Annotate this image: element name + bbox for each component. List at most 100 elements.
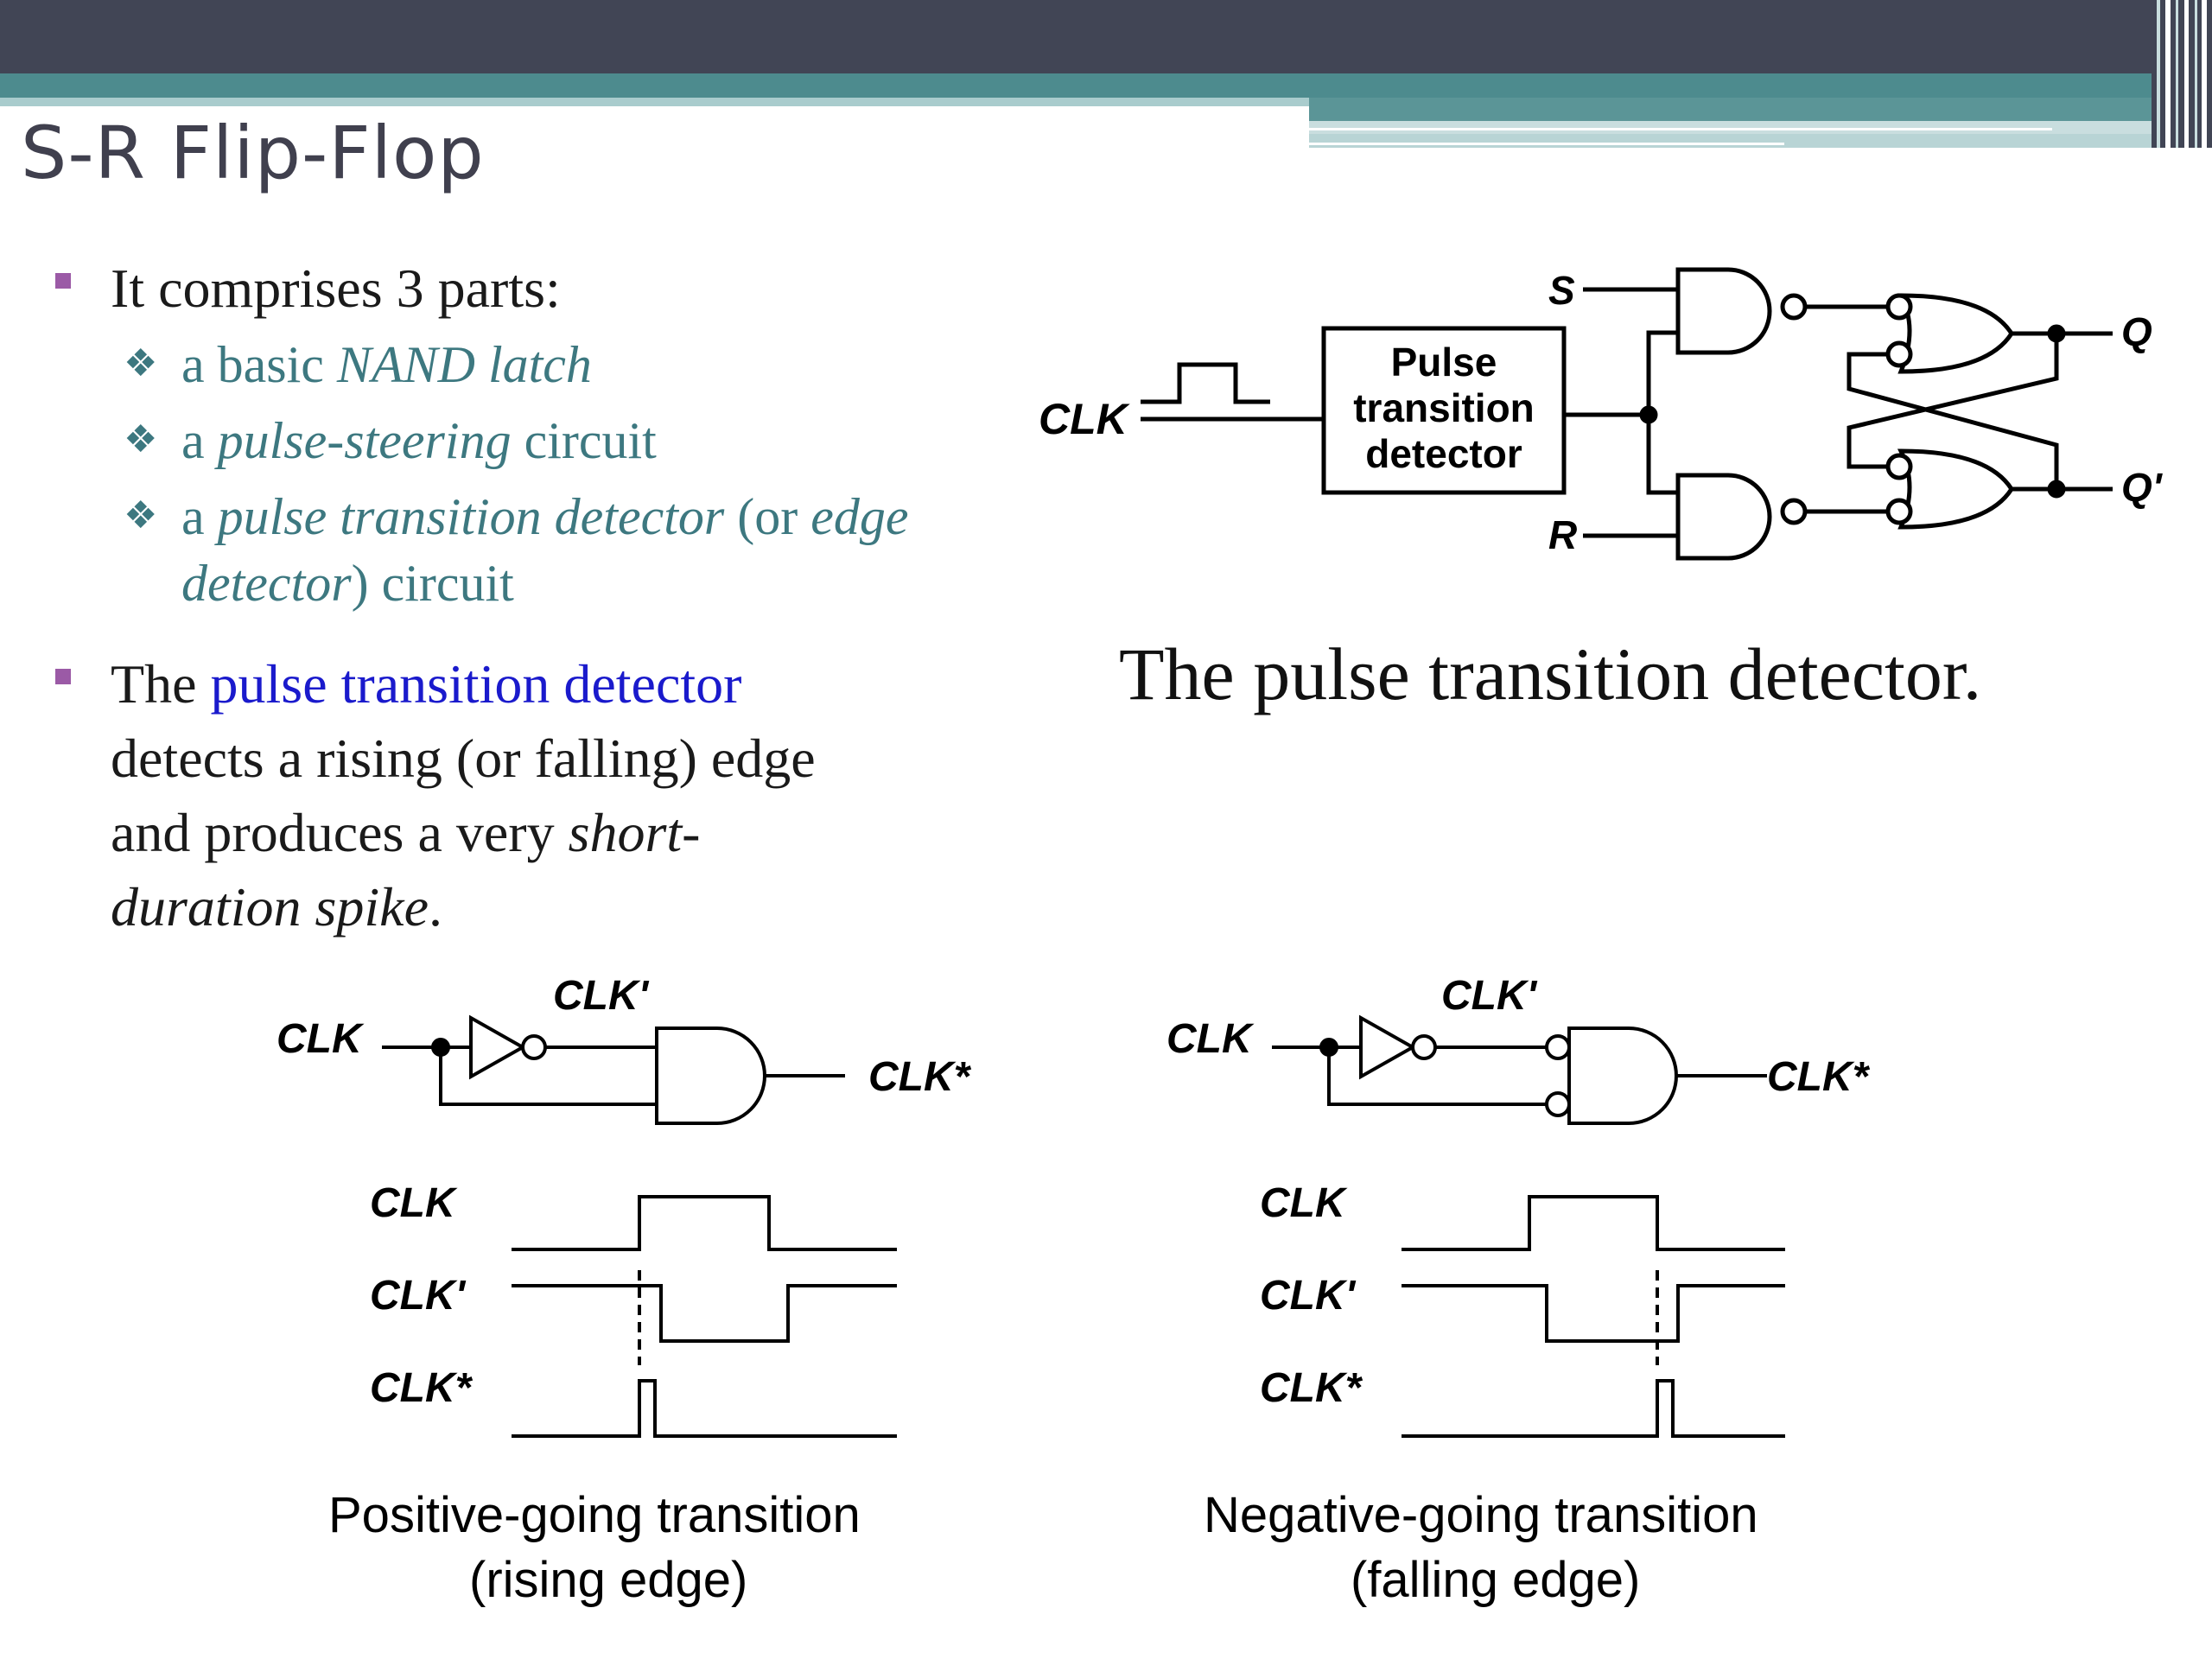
- right-caption-2: (falling edge): [1351, 1552, 1641, 1608]
- sub-bullet-italic: pulse-steering: [217, 412, 512, 469]
- sub-bullet-1: a basic NAND latch: [181, 339, 592, 391]
- input-bubble: [1885, 293, 1913, 321]
- header-bar: [0, 0, 2212, 73]
- bullet-text: It comprises 3 parts:: [111, 257, 561, 319]
- lower-steering-nand: [1675, 473, 1772, 561]
- waveform-clk-label: CLK: [1260, 1180, 1348, 1226]
- waveform-clkp-label: CLK': [370, 1273, 467, 1319]
- rising-edge-detector-diagram: CLK CLK' CLK* CLK CLK' CLK*: [276, 973, 972, 1438]
- bullet-text-2-line3: and produces a very short-: [111, 805, 700, 861]
- clk-bypass-wire: [1327, 1047, 1547, 1106]
- s-label: S: [1548, 268, 1575, 313]
- input-bubble: [1545, 1091, 1571, 1117]
- clk-waveform: [1402, 1195, 1785, 1251]
- bullet-italic: short-: [568, 802, 701, 863]
- left-caption-2: (rising edge): [469, 1552, 748, 1608]
- clk-bypass-wire: [439, 1047, 657, 1106]
- falling-edge-detector-diagram: CLK CLK' CLK* CLK CLK' CLK*: [1166, 973, 1871, 1438]
- diamond-bullet-icon: ❖: [124, 493, 158, 537]
- nand-bubble: [1780, 498, 1808, 525]
- waveform-clk-label: CLK: [370, 1180, 458, 1226]
- bullet-marker: [55, 273, 71, 289]
- clk-label: CLK: [276, 1016, 365, 1062]
- upper-steering-nand: [1675, 267, 1772, 355]
- clkstar-waveform: [1402, 1379, 1785, 1438]
- and-gate: [655, 1027, 766, 1125]
- bullet-text: The: [111, 653, 211, 715]
- sub-bullet-italic: pulse transition detector: [217, 488, 725, 545]
- input-bubble: [1885, 340, 1913, 368]
- input-bubble: [1885, 498, 1913, 525]
- clkstar-label: CLK*: [868, 1054, 972, 1100]
- sub-bullet-italic: detector: [181, 555, 352, 612]
- waveform-clkstar-label: CLK*: [1260, 1365, 1363, 1411]
- diamond-bullet-icon: ❖: [124, 341, 158, 385]
- sub-bullet-text: a basic: [181, 336, 337, 393]
- box-label-1: Pulse: [1391, 340, 1497, 385]
- clk-pulse-symbol: [1141, 362, 1270, 404]
- and-gate: [1567, 1027, 1678, 1125]
- right-caption-1: Negative-going transition: [1204, 1487, 1758, 1543]
- clkstar-waveform: [512, 1379, 897, 1438]
- upper-latch-gate: [1897, 293, 2014, 374]
- header-accent-right-lighter: [1309, 134, 2212, 148]
- clk-waveform: [512, 1195, 897, 1251]
- clkp-waveform: [1402, 1284, 1785, 1343]
- r-label: R: [1548, 512, 1577, 557]
- wire-to-upper-nand: [1646, 330, 1678, 415]
- bullet-marker: [55, 669, 71, 684]
- sub-bullet-italic: NAND latch: [336, 336, 592, 393]
- sub-bullet-text: a: [181, 412, 218, 469]
- clkstar-label: CLK*: [1767, 1054, 1871, 1100]
- waveform-clkstar-label: CLK*: [370, 1365, 474, 1411]
- inverter: [469, 1014, 527, 1080]
- inverter-bubble: [1411, 1034, 1437, 1060]
- box-label-3: detector: [1365, 431, 1522, 476]
- bullet-text: .: [428, 876, 442, 938]
- q-label: Q: [2121, 309, 2152, 354]
- sr-flipflop-diagram: CLK Pulse transition detector S R Q Q': [1039, 267, 2164, 561]
- pulse-detector-box: [1321, 326, 1567, 495]
- clkp-waveform: [512, 1284, 897, 1343]
- sub-bullet-text: a: [181, 488, 218, 545]
- header-accent-right: [1309, 98, 2212, 121]
- bullet-text: and produces a very: [111, 802, 569, 863]
- bullet-text-2-line1: The pulse transition detector: [111, 657, 741, 712]
- qp-label: Q': [2121, 465, 2164, 510]
- bullet-italic: duration spike: [111, 876, 429, 938]
- header-accent-right-light: [1309, 121, 2212, 134]
- wire-to-lower-nand: [1646, 415, 1678, 495]
- sub-bullet-3-cont: detector) circuit: [181, 557, 514, 609]
- header-accent-line: [0, 98, 1309, 106]
- clk-label: CLK: [1039, 395, 1131, 443]
- box-label-2: transition: [1353, 385, 1535, 430]
- highlight-term: pulse transition detector: [210, 653, 742, 715]
- header-white-line: [1309, 128, 2052, 130]
- input-bubble: [1885, 453, 1913, 480]
- bullet-text-2-line4: duration spike.: [111, 880, 442, 935]
- input-bubble: [1545, 1034, 1571, 1060]
- left-caption-1: Positive-going transition: [328, 1487, 861, 1543]
- nand-bubble: [1780, 293, 1808, 321]
- top-diagram-caption: The pulse transition detector.: [1119, 632, 1982, 715]
- sub-bullet-3: a pulse transition detector (or edge: [181, 491, 909, 543]
- clk-label: CLK: [1166, 1016, 1255, 1062]
- inverter-bubble: [521, 1034, 547, 1060]
- sub-bullet-text: ) circuit: [351, 555, 514, 612]
- clkp-label: CLK': [1441, 973, 1538, 1019]
- sub-bullet-italic: edge: [810, 488, 909, 545]
- header-stripes: [2152, 0, 2212, 148]
- sub-bullet-text: (or: [724, 488, 811, 545]
- feedback-q-to-lower: [1847, 334, 2059, 469]
- sub-bullet-text: circuit: [511, 412, 657, 469]
- sub-bullet-2: a pulse-steering circuit: [181, 415, 657, 467]
- header-accent-bar: [0, 73, 2212, 98]
- inverter: [1359, 1014, 1417, 1080]
- diamond-bullet-icon: ❖: [124, 417, 158, 461]
- page-title: S-R Flip-Flop: [21, 111, 485, 195]
- feedback-qp-to-upper: [1847, 352, 2059, 489]
- waveform-clkp-label: CLK': [1260, 1273, 1357, 1319]
- header-white-line-short: [1309, 143, 1784, 145]
- lower-latch-gate: [1897, 448, 2014, 530]
- clkp-label: CLK': [553, 973, 650, 1019]
